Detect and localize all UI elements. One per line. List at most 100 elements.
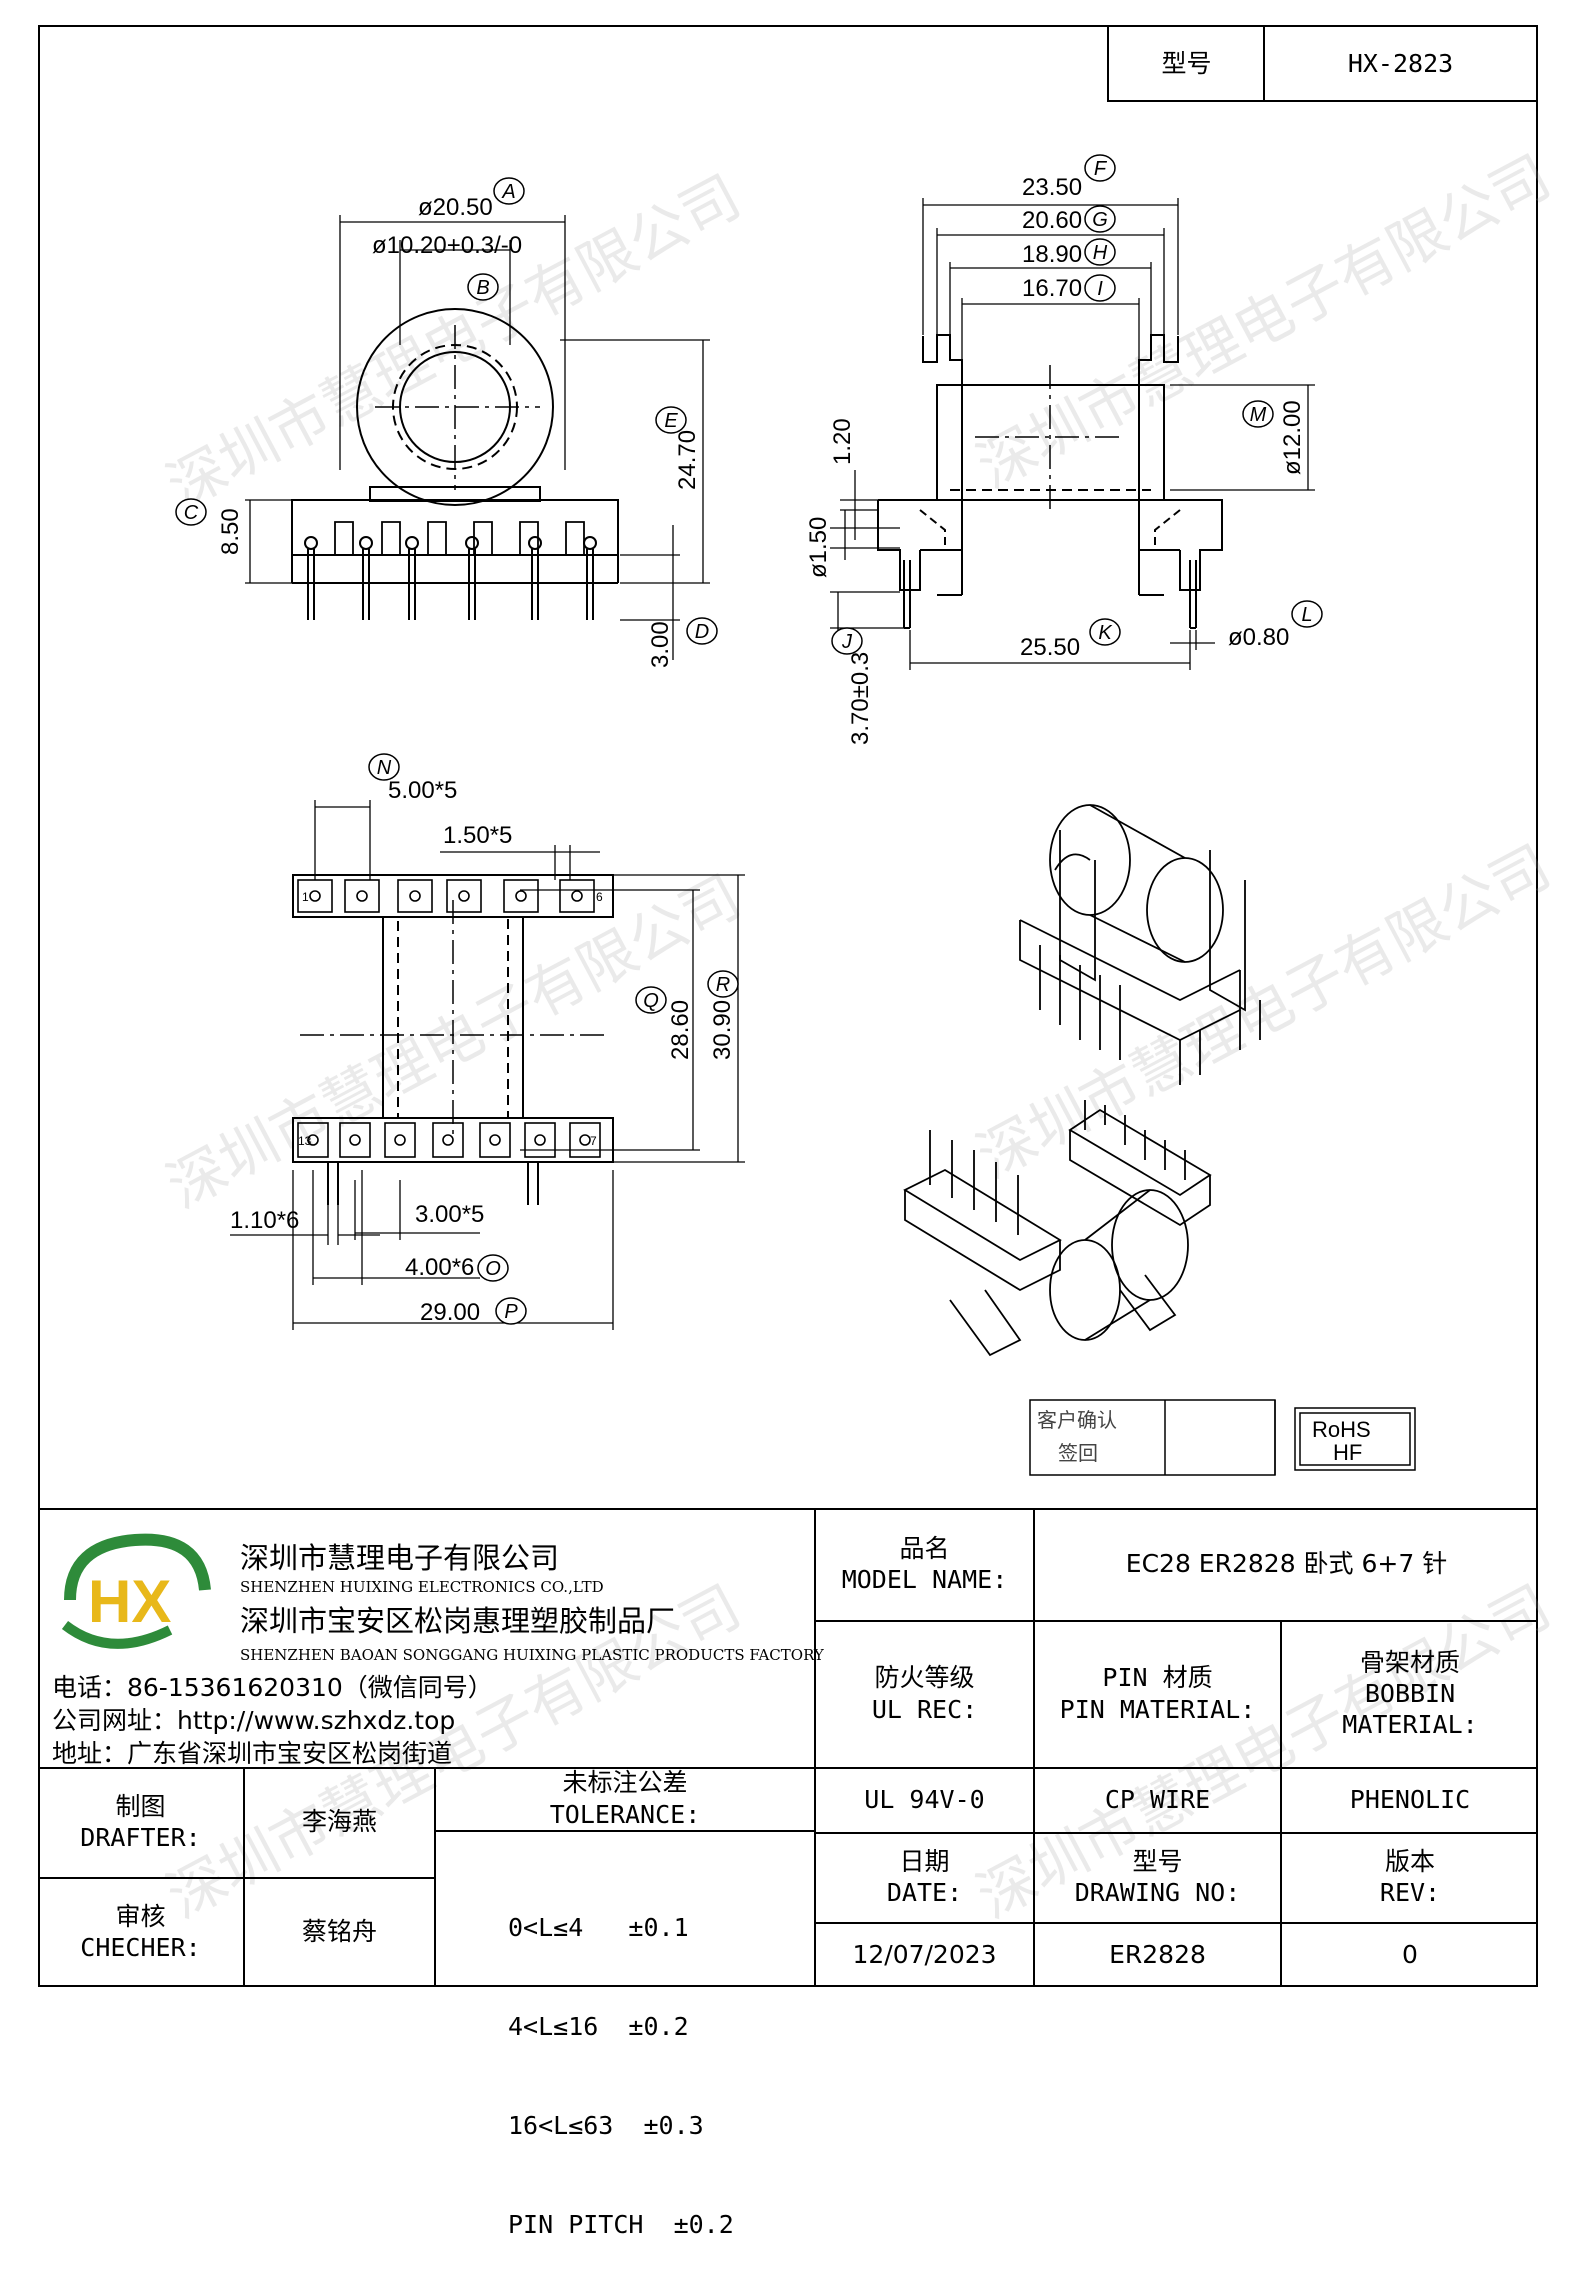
callout-n: N — [377, 757, 392, 779]
checker-cn: 审核 — [115, 1901, 166, 1931]
checker-en: CHECHER: — [80, 1933, 201, 1962]
dim-c: 8.50 — [217, 508, 244, 555]
customer-confirm-label: 客户确认 — [1037, 1409, 1117, 1432]
callout-o: O — [485, 1258, 501, 1280]
ul-rec-value: UL 94V-0 — [814, 1767, 1035, 1832]
dim-g: 20.60 — [1022, 207, 1082, 234]
title-block-divider — [38, 1508, 1538, 1510]
pin-label-6: 6 — [596, 890, 603, 904]
dim-1-10: 1.10*6 — [230, 1207, 299, 1234]
ul-rec-label: 防火等级 UL REC: — [814, 1620, 1035, 1767]
rohs-label: RoHS — [1312, 1417, 1371, 1442]
drawing-no-cn: 型号 — [1132, 1846, 1183, 1876]
tolerance-item: 16<L≤63 ±0.3 — [508, 2111, 704, 2140]
dim-h: 18.90 — [1022, 241, 1082, 268]
drawing-no-value: ER2828 — [1035, 1922, 1282, 1987]
callout-i: I — [1097, 278, 1103, 300]
grid-line — [38, 1877, 436, 1879]
callout-g: G — [1092, 209, 1108, 231]
bobbin-material-en1: BOBBIN — [1364, 1678, 1456, 1708]
callout-b: B — [476, 277, 489, 299]
drafter-cn: 制图 — [115, 1791, 166, 1821]
tolerance-item: 4<L≤16 ±0.2 — [508, 2012, 689, 2041]
dim-i: 16.70 — [1022, 275, 1082, 302]
side-view — [830, 198, 1315, 670]
dim-q: 28.60 — [667, 1000, 694, 1060]
rev-en: REV: — [1379, 1878, 1441, 1907]
customer-confirm-box — [1029, 1399, 1276, 1476]
dim-1-20: 1.20 — [829, 418, 856, 465]
pin-material-cn: PIN 材质 — [1102, 1663, 1213, 1693]
company-website[interactable]: 公司网址：http://www.szhxdz.top — [52, 1706, 456, 1735]
company-name-en: SHENZHEN HUIXING ELECTRONICS CO.,LTD — [240, 1578, 604, 1596]
date-value: 12/07/2023 — [814, 1922, 1035, 1987]
dim-m: ø12.00 — [1279, 400, 1306, 475]
company-address: 地址：广东省深圳市宝安区松岗街道 — [52, 1739, 453, 1768]
date-label: 日期 DATE: — [814, 1832, 1035, 1922]
drawing-frame — [38, 25, 1538, 1987]
checker-name: 蔡铭舟 — [245, 1877, 436, 1987]
bobbin-material-en2: MATERIAL: — [1342, 1710, 1478, 1740]
drafter-label: 制图 DRAFTER: — [38, 1767, 245, 1877]
model-name-en: MODEL NAME: — [841, 1565, 1008, 1594]
callout-r: R — [716, 974, 730, 996]
dim-o: 4.00*6 — [405, 1254, 474, 1281]
grid-line — [814, 1922, 1538, 1924]
factory-name-en: SHENZHEN BAOAN SONGGANG HUIXING PLASTIC … — [240, 1646, 824, 1664]
signature-label: 签回 — [1058, 1442, 1098, 1465]
rohs-box — [1294, 1407, 1416, 1471]
isometric-view-bottom — [903, 1100, 1212, 1357]
company-phone: 电话：86-15361620310（微信同号） — [52, 1673, 493, 1702]
company-logo: HX — [61, 1533, 211, 1649]
isometric-view-top — [1019, 804, 1261, 1085]
callout-k: K — [1098, 622, 1113, 644]
callout-e: E — [664, 410, 678, 432]
dim-r: 30.90 — [709, 1000, 736, 1060]
header-model-label: 型号 — [1107, 25, 1264, 102]
ul-rec-cn: 防火等级 — [874, 1663, 975, 1693]
dim-e: 24.70 — [674, 430, 701, 490]
date-en: DATE: — [886, 1878, 963, 1907]
logo-letters: HX — [88, 1568, 171, 1635]
bottom-view — [230, 800, 745, 1330]
dim-1-50x5: 1.50*5 — [443, 822, 512, 849]
callout-a: A — [501, 181, 515, 203]
drafter-name: 李海燕 — [245, 1767, 436, 1877]
callout-j: J — [841, 631, 853, 653]
rev-cn: 版本 — [1384, 1846, 1435, 1876]
dim-f: 23.50 — [1022, 174, 1082, 201]
callout-l: L — [1301, 604, 1312, 626]
drawing-no-label: 型号 DRAWING NO: — [1035, 1832, 1282, 1922]
tolerance-en: TOLERANCE: — [549, 1799, 701, 1829]
tolerance-item: 0<L≤4 ±0.1 — [508, 1913, 689, 1942]
bobbin-material-cn: 骨架材质 — [1359, 1647, 1460, 1677]
dim-3-00: 3.00*5 — [415, 1201, 484, 1228]
pin-material-value: CP WIRE — [1035, 1767, 1282, 1832]
dim-a: ø20.50 — [418, 194, 493, 221]
tolerance-cn: 未标注公差 — [562, 1768, 688, 1798]
dim-1-50: ø1.50 — [805, 517, 832, 578]
pin-material-label: PIN 材质 PIN MATERIAL: — [1035, 1620, 1282, 1767]
callout-f: F — [1094, 158, 1108, 180]
callout-m: M — [1250, 404, 1267, 426]
header-model-value: HX-2823 — [1263, 25, 1538, 102]
checker-label: 审核 CHECHER: — [38, 1877, 245, 1987]
callout-q: Q — [643, 990, 659, 1012]
front-view — [245, 215, 710, 660]
dim-d: 3.00 — [647, 621, 674, 668]
tolerance-label: 未标注公差 TOLERANCE: — [436, 1767, 814, 1832]
bobbin-material-label: 骨架材质 BOBBIN MATERIAL: — [1282, 1620, 1538, 1767]
model-name-label: 品名 MODEL NAME: — [814, 1508, 1035, 1620]
grid-line — [38, 1767, 1538, 1769]
grid-line — [814, 1832, 1538, 1834]
rev-value: 0 — [1402, 1939, 1418, 1969]
callout-p: P — [504, 1301, 518, 1323]
tolerance-item: PIN PITCH ±0.2 — [508, 2210, 734, 2239]
drawing-no-en: DRAWING NO: — [1074, 1878, 1241, 1907]
factory-name-cn: 深圳市宝安区松岗惠理塑胶制品厂 — [240, 1604, 676, 1638]
pin-label-7: 7 — [590, 1134, 597, 1148]
pin-label-1: 1 — [302, 890, 309, 904]
dim-n: 5.00*5 — [388, 777, 457, 804]
drafter-en: DRAFTER: — [80, 1823, 201, 1852]
callout-d: D — [695, 621, 709, 643]
